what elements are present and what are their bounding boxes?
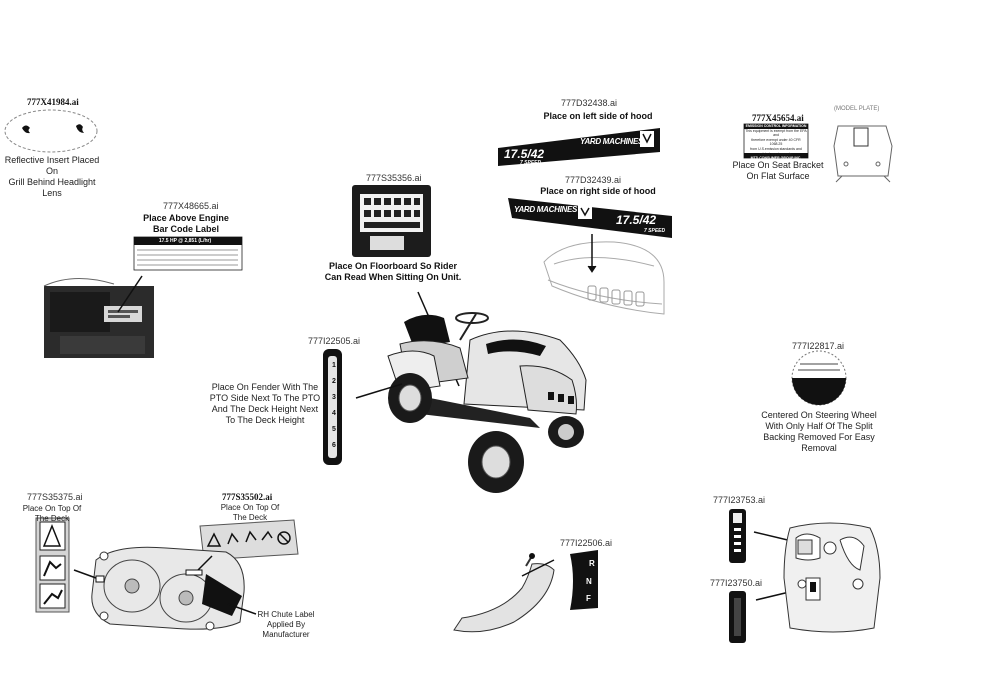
decal-code-fender: 777I22505.ai <box>308 336 361 346</box>
caption-line: On Flat Surface <box>746 171 810 181</box>
caption-line: Bar Code Label <box>152 224 219 234</box>
seat-bracket-sketch <box>833 125 893 183</box>
emission-line: therefore exempt under 40 CFR 1068.25 <box>751 137 801 147</box>
decal-code-engine: 777X48665.ai <box>163 201 219 211</box>
caption-line: Backing Removed For Easy <box>763 432 875 442</box>
engine-photo <box>43 275 154 358</box>
fender-height-numbers: 1 2 3 4 5 6 <box>330 358 338 454</box>
shift-n: N <box>586 577 592 586</box>
hood-right-hp: 17.5/42 <box>616 213 657 227</box>
caption-floorboard: Place On Floorboard So Rider Can Read Wh… <box>318 261 468 283</box>
caption-line: To The Deck Height <box>225 415 305 425</box>
decal-code-deck-top: 777S35502.ai <box>222 492 273 502</box>
caption-line: Reflective Insert Placed On <box>4 155 100 176</box>
caption-line: Applied By Manufacturer <box>262 620 310 639</box>
deck-left-decal-graphic <box>35 517 70 613</box>
caption-line: Centered On Steering Wheel <box>761 410 877 420</box>
caption-line: The Deck <box>34 514 70 523</box>
decal-code-floorboard: 777S35356.ai <box>366 173 422 183</box>
caption-engine: Place Above Engine Bar Code Label <box>130 213 242 235</box>
caption-line: Removal <box>801 443 837 453</box>
reflective-insert-graphic <box>4 109 98 153</box>
hood-left-hp: 17.5/42 <box>504 147 545 161</box>
emission-line: This equipment is exempt from the EPA an… <box>745 128 807 138</box>
caption-line: Place On Top Of <box>220 503 280 512</box>
shift-fender-illustration <box>453 550 598 633</box>
emission-line: from U.S.emission standards and <box>750 146 802 151</box>
fender-decal-graphic <box>323 349 342 465</box>
caption-line: With Only Half Of The Split <box>765 421 873 431</box>
tractor-illustration <box>355 312 587 493</box>
decal-code-deck-left: 777S35375.ai <box>27 492 83 502</box>
steering-decal-graphic <box>791 350 847 406</box>
decal-code-hood-left: 777D32438.ai <box>561 98 618 108</box>
engine-label-graphic <box>133 236 243 271</box>
dashboard-sketch <box>783 522 881 633</box>
caption-line: Place On Seat Bracket <box>732 160 824 170</box>
fender-number: 1 <box>332 362 336 369</box>
emission-header: EMISSION CONTROL INFORMATION <box>745 124 807 128</box>
caption-line: Can Read When Sitting On Unit. <box>324 272 462 282</box>
fender-number: 5 <box>332 426 336 433</box>
caption-deck-top: Place On Top Of The Deck <box>210 503 290 523</box>
caption-hood-left: Place on left side of hood <box>543 111 653 121</box>
hood-left-brand: YARD MACHINES <box>580 137 644 146</box>
floorboard-decal-graphic <box>352 185 460 387</box>
fender-number: 3 <box>332 394 336 401</box>
decal-code-hood-right: 777D32439.ai <box>565 175 622 185</box>
caption-deck-left: Place On Top Of The Deck <box>14 504 90 524</box>
caption-line: RH Chute Label <box>257 610 315 619</box>
caption-line: The Deck <box>232 513 268 522</box>
caption-chute: RH Chute Label Applied By Manufacturer <box>244 610 328 640</box>
caption-steering: Centered On Steering Wheel With Only Hal… <box>756 410 882 454</box>
dash-decals-graphic <box>729 509 807 643</box>
model-plate-label: (MODEL PLATE) <box>834 106 880 112</box>
caption-line: Place On Floorboard So Rider <box>328 261 458 271</box>
hood-right-brand: YARD MACHINES <box>514 205 578 214</box>
fender-number: 4 <box>332 410 336 417</box>
caption-line: Place On Top Of <box>22 504 82 513</box>
caption-line: PTO Side Next To The PTO <box>209 393 321 403</box>
deck-top-decal-graphic <box>199 519 299 561</box>
decal-code-shift: 777I22506.ai <box>560 538 613 548</box>
mower-deck-illustration <box>73 546 257 631</box>
hood-right-speed: 7 SPEED <box>644 228 666 234</box>
decal-code-steering: 777I22817.ai <box>792 341 845 351</box>
emission-line: related requirements. <box>759 151 793 156</box>
shift-f: F <box>586 594 591 603</box>
decal-code-emission: 777X45654.ai <box>752 113 804 123</box>
engine-label-text: 17.5 HP @ 2,851 (L/hr) <box>158 238 212 244</box>
caption-emission: Place On Seat Bracket On Flat Surface <box>728 160 828 182</box>
decal-code-reflective: 777X41984.ai <box>27 97 79 107</box>
hood-left-speed: 7 SPEED <box>520 160 542 166</box>
emission-label-text: EMISSION CONTROL INFORMATION This equipm… <box>745 124 807 161</box>
caption-line: Place On Fender With The <box>211 382 319 392</box>
fender-number: 2 <box>332 378 336 385</box>
caption-reflective: Reflective Insert Placed On Grill Behind… <box>0 155 104 199</box>
shift-r: R <box>589 559 595 568</box>
hood-left-decal-graphic <box>498 128 660 166</box>
emission-footer: MTD CONSUMER GROUP INC. <box>750 156 802 161</box>
hood-right-decal-graphic <box>508 198 672 238</box>
hood-sketch <box>543 234 665 315</box>
caption-line: Place Above Engine <box>143 213 229 223</box>
caption-fender: Place On Fender With The PTO Side Next T… <box>206 382 324 426</box>
emission-label-graphic <box>743 123 809 159</box>
decal-code-dash-top: 777I23753.ai <box>713 495 766 505</box>
caption-line: And The Deck Height Next <box>211 404 319 414</box>
caption-hood-right: Place on right side of hood <box>540 186 656 196</box>
caption-line: Grill Behind Headlight Lens <box>8 177 96 198</box>
fender-number: 6 <box>332 442 336 449</box>
decal-code-dash-bottom: 777I23750.ai <box>710 578 763 588</box>
